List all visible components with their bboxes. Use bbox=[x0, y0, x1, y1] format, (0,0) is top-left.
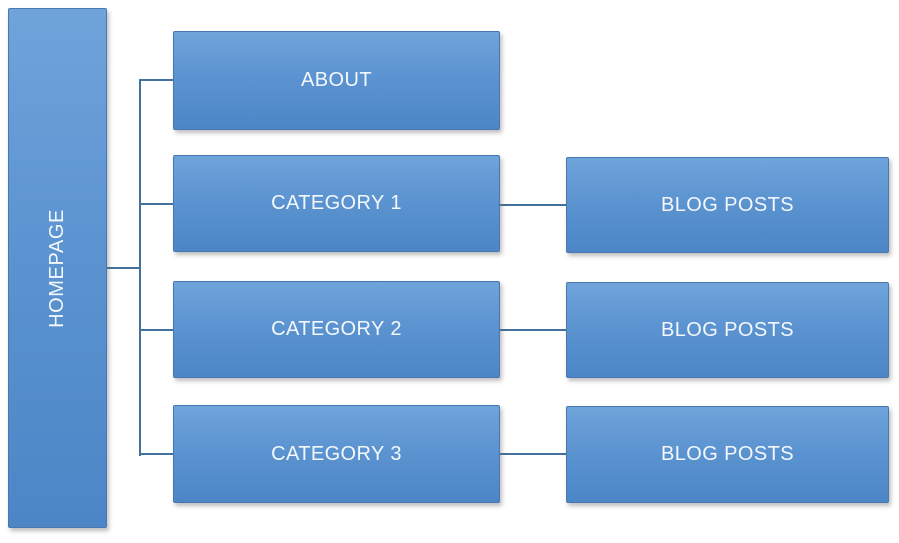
node-category1-label: CATEGORY 1 bbox=[271, 192, 402, 214]
connector-category3-to-blog3 bbox=[500, 453, 566, 455]
connector-trunk-to-category2 bbox=[140, 329, 173, 331]
node-category3-label: CATEGORY 3 bbox=[271, 442, 402, 465]
connector-trunk-to-category3 bbox=[140, 453, 173, 455]
node-category2: CATEGORY 2 bbox=[173, 281, 500, 378]
node-blogposts-1: BLOG POSTS bbox=[566, 157, 889, 253]
node-about-label: ABOUT bbox=[301, 69, 372, 91]
connector-trunk-to-category1 bbox=[140, 203, 173, 205]
connector-trunk-to-about bbox=[140, 79, 173, 81]
connector-trunk-vertical bbox=[139, 79, 141, 456]
node-category1: CATEGORY 1 bbox=[173, 155, 500, 252]
node-blogposts-3: BLOG POSTS bbox=[566, 406, 889, 503]
node-blogposts-3-label: BLOG POSTS bbox=[661, 443, 794, 465]
node-homepage: HOMEPAGE bbox=[8, 8, 107, 528]
connector-category1-to-blog1 bbox=[500, 204, 566, 206]
node-blogposts-2-label: BLOG POSTS bbox=[661, 318, 794, 341]
node-homepage-label: HOMEPAGE bbox=[46, 208, 68, 328]
node-blogposts-1-label: BLOG POSTS bbox=[661, 193, 794, 216]
node-category3: CATEGORY 3 bbox=[173, 405, 500, 503]
node-blogposts-2: BLOG POSTS bbox=[566, 282, 889, 378]
connector-category2-to-blog2 bbox=[500, 329, 566, 331]
connector-homepage-to-trunk bbox=[107, 267, 140, 269]
node-about: ABOUT bbox=[173, 31, 500, 130]
node-category2-label: CATEGORY 2 bbox=[271, 318, 402, 340]
